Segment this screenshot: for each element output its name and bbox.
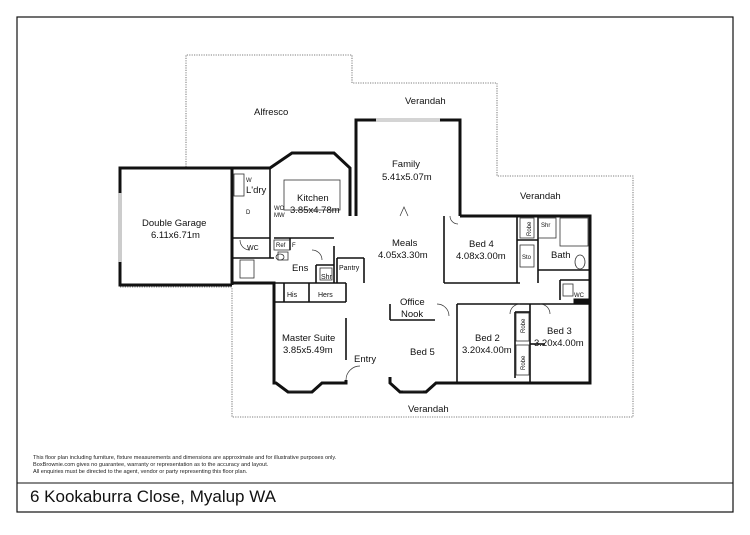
office-name: Office — [400, 297, 425, 308]
bath-name: Bath — [551, 250, 571, 261]
alfresco-label: Alfresco — [254, 107, 288, 118]
washer-label: W — [246, 178, 252, 184]
family-name: Family — [392, 159, 420, 170]
robe2-name: Robe — [521, 318, 527, 333]
bed2-name: Bed 2 — [475, 333, 500, 344]
verandah-top-label: Verandah — [405, 96, 446, 107]
page-border — [16, 16, 734, 513]
verandah-right-label: Verandah — [520, 191, 561, 202]
office-name-2: Nook — [401, 309, 423, 320]
ens-shower-name: Shr — [321, 274, 333, 281]
disclaimer-line: All enquiries must be directed to the ag… — [33, 469, 248, 475]
meals-name: Meals — [392, 238, 418, 249]
wall-oven-label: WO — [274, 206, 285, 212]
his-name: His — [287, 292, 298, 299]
bed3-size: 3.20x4.00m — [534, 338, 584, 349]
store-name: Sto — [522, 255, 532, 261]
fixtures — [233, 173, 589, 376]
meals-size: 4.05x3.30m — [378, 250, 428, 261]
disclaimer: This floor plan including furniture, fix… — [33, 455, 493, 476]
ensuite-name: Ens — [292, 263, 309, 274]
disclaimer-line: BoxBrownie.com gives no guarantee, warra… — [33, 462, 269, 468]
garage-wc-name: WC — [247, 245, 259, 252]
family-size: 5.41x5.07m — [382, 172, 432, 183]
kitchen-name: Kitchen — [297, 193, 329, 204]
hers-name: Hers — [318, 292, 333, 299]
fridge-label: Ref — [276, 243, 286, 249]
interior-walls — [232, 168, 590, 383]
kitchen-size: 3.85x4.78m — [290, 205, 340, 216]
laundry-name: L'dry — [246, 185, 267, 196]
dryer-label: D — [246, 210, 251, 216]
freezer-label: F — [292, 243, 296, 249]
bath-shower-name: Shr — [541, 223, 550, 229]
bath-wc-name: WC — [574, 293, 585, 299]
bed4-size: 4.08x3.00m — [456, 251, 506, 262]
garage-size: 6.11x6.71m — [151, 230, 200, 241]
garage-name: Double Garage — [142, 218, 206, 229]
windows — [118, 118, 440, 392]
bed5-name: Bed 5 — [410, 347, 435, 358]
disclaimer-line: This floor plan including furniture, fix… — [33, 455, 337, 461]
bed2-size: 3.20x4.00m — [462, 345, 512, 356]
robe4-name: Robe — [527, 221, 533, 236]
address-title: 6 Kookaburra Close, Myalup WA — [30, 487, 276, 506]
robe3-name: Robe — [521, 355, 527, 370]
verandah-bottom-label: Verandah — [408, 404, 449, 415]
master-size: 3.85x5.49m — [283, 345, 333, 356]
doors — [239, 206, 551, 381]
entry-name: Entry — [354, 354, 376, 365]
bed4-name: Bed 4 — [469, 239, 494, 250]
exterior-walls — [118, 118, 592, 394]
bed3-name: Bed 3 — [547, 326, 572, 337]
pantry-name: Pantry — [339, 265, 360, 272]
microwave-label: MW — [274, 213, 285, 219]
verandah-outline — [120, 54, 634, 418]
master-name: Master Suite — [282, 333, 335, 344]
